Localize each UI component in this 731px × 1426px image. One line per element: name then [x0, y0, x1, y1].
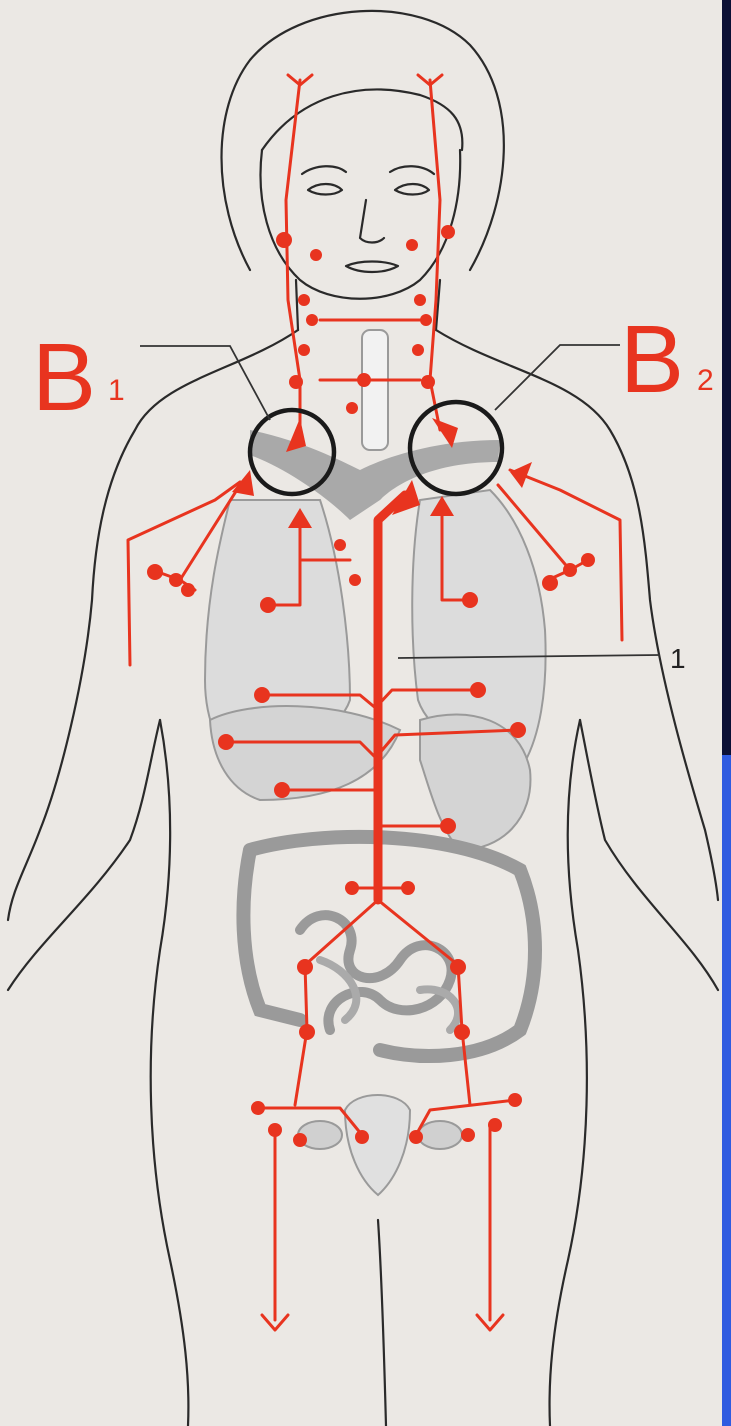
- label-b1-letter: B: [32, 324, 96, 431]
- ovary-right: [418, 1121, 462, 1149]
- label-b2-letter: B: [620, 306, 684, 413]
- label-b1-sub: 1: [108, 374, 125, 407]
- label-b2-sub: 2: [697, 364, 714, 397]
- blue-side-strip: [722, 755, 731, 1426]
- label-1: 1: [670, 643, 686, 674]
- trachea: [362, 330, 388, 450]
